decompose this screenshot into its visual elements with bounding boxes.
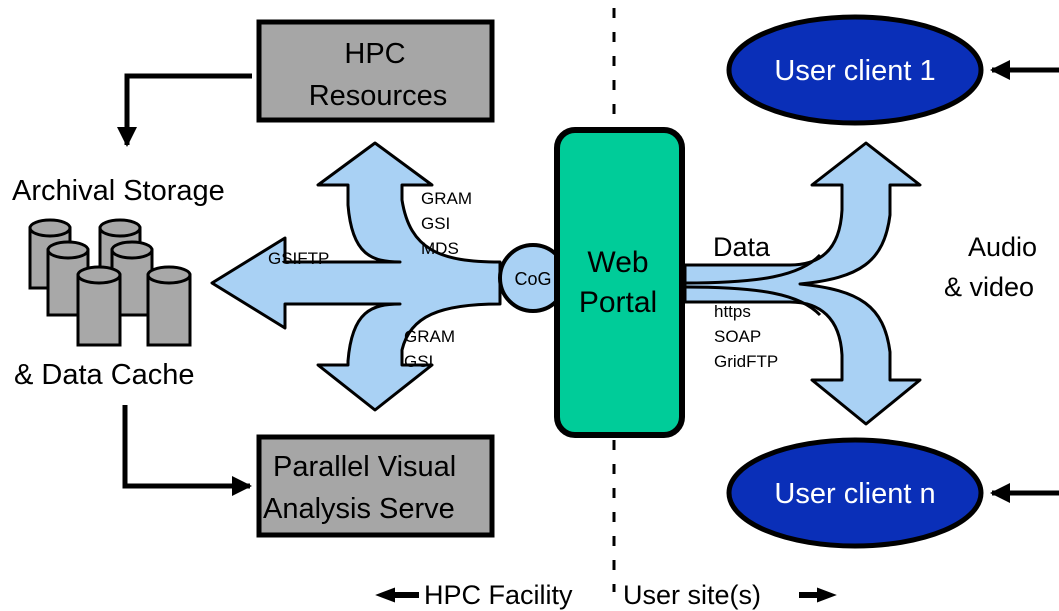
parallel-visual-line-2: Analysis Serve [263, 493, 455, 525]
web-portal-line-1: Web [587, 246, 648, 279]
parallel-visual-line-1: Parallel Visual [273, 451, 456, 483]
right-arrow-icon [799, 587, 837, 603]
web-portal-node: Web Portal [554, 127, 685, 438]
parallel-visual-box: Parallel Visual Analysis Serve [256, 434, 495, 538]
video-label: & video [944, 272, 1034, 302]
storage-cylinders-icon [28, 218, 192, 347]
lower-protocol-gram: GRAM [404, 327, 455, 346]
user-client-n-label: User client n [774, 478, 935, 510]
right-hub-arrows [683, 141, 922, 426]
user-client-1-label: User client 1 [774, 55, 935, 87]
cog-label: CoG [514, 269, 551, 289]
hpc-to-archival-connector [117, 73, 252, 147]
hpc-resources-line-1: HPC [344, 38, 405, 70]
upper-protocol-gram: GRAM [421, 189, 472, 208]
user-client-1: User client 1 [726, 14, 984, 126]
user-client-n: User client n [726, 437, 984, 549]
left-arrow-icon [375, 587, 419, 603]
hpc-resources-box: HPC Resources [256, 19, 495, 123]
footer-legend: HPC Facility User site(s) [375, 580, 837, 610]
upper-protocol-gsi: GSI [421, 214, 450, 233]
archival-to-visual-connector [122, 405, 252, 496]
right-protocol-gridftp: GridFTP [714, 352, 778, 371]
left-hub-arrows [210, 141, 502, 412]
upper-protocol-mds: MDS [421, 239, 459, 258]
user-sites-label: User site(s) [623, 580, 761, 610]
hpc-resources-line-2: Resources [309, 80, 448, 112]
archival-storage-label: Archival Storage [12, 175, 225, 207]
cog-node: CoG [498, 243, 568, 313]
gsiftp-label: GSIFTP [268, 249, 329, 268]
data-label: Data [713, 232, 771, 262]
right-protocol-soap: SOAP [714, 327, 761, 346]
audio-label: Audio [968, 232, 1037, 262]
data-cache-label: & Data Cache [14, 359, 195, 391]
lower-protocol-gsi: GSI [404, 352, 433, 371]
web-portal-line-2: Portal [579, 286, 657, 319]
right-protocol-https: https [714, 302, 751, 321]
hpc-facility-label: HPC Facility [424, 580, 573, 610]
